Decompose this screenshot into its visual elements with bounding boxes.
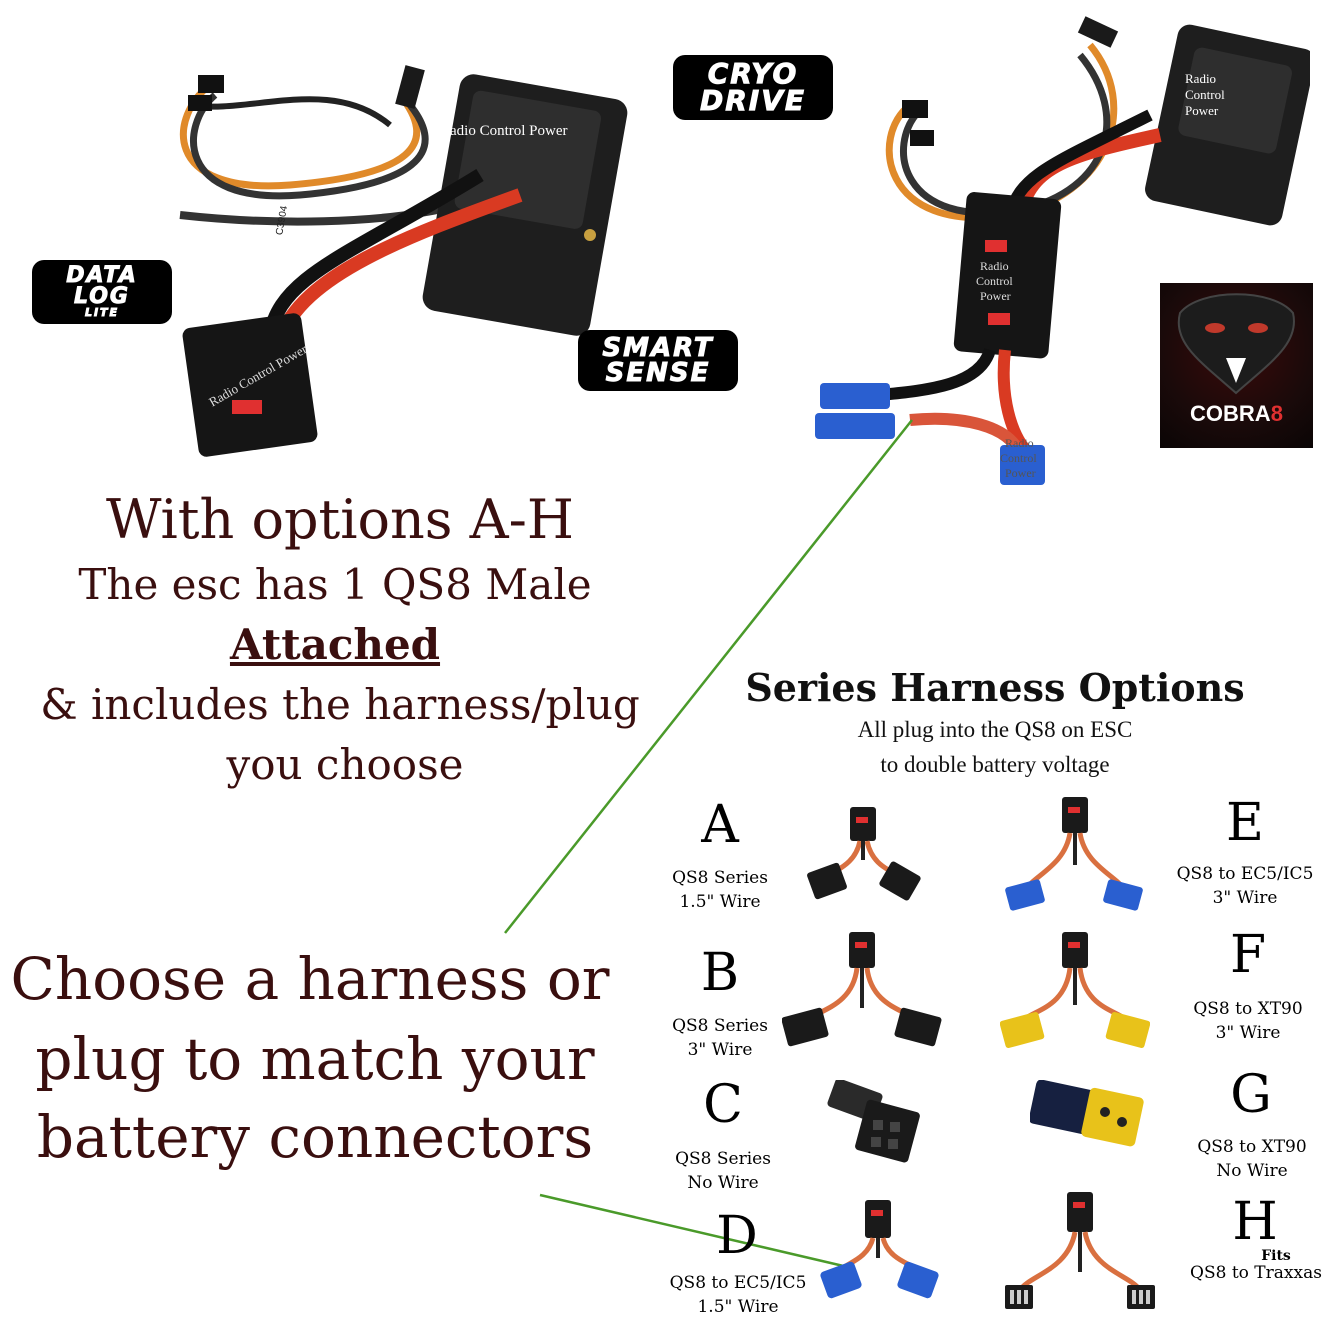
option-h-letter: H bbox=[1232, 1192, 1278, 1252]
option-f-desc: QS8 to XT90 3" Wire bbox=[1168, 997, 1328, 1045]
harness-power-label: Power bbox=[980, 289, 1011, 303]
esc-photo-right: Radio Control Power Radio Control Power … bbox=[815, 16, 1310, 485]
esc-radio-label: Radio bbox=[1185, 71, 1216, 86]
smart-sense-badge: SMART SENSE bbox=[578, 330, 738, 392]
option-d-letter: D bbox=[716, 1206, 758, 1266]
harness-a-image bbox=[807, 807, 921, 901]
sense-word: SENSE bbox=[605, 357, 711, 388]
option-g-desc: QS8 to XT90 No Wire bbox=[1172, 1135, 1332, 1183]
with-options-heading: With options A-H bbox=[105, 488, 575, 551]
you-choose-line: you choose bbox=[226, 740, 464, 789]
option-e-line2: 3" Wire bbox=[1212, 888, 1278, 908]
option-b-line2: 3" Wire bbox=[687, 1040, 753, 1060]
esc-control-label: Control bbox=[1185, 87, 1225, 102]
datalog-badge: DATA LOG LITE bbox=[32, 260, 172, 325]
log-word: LOG bbox=[74, 283, 130, 309]
option-d-desc: QS8 to EC5/IC5 1.5" Wire bbox=[658, 1271, 818, 1319]
option-f-letter: F bbox=[1229, 925, 1267, 985]
esc-serial: C3904 bbox=[274, 205, 290, 236]
series-title: Series Harness Options bbox=[745, 665, 1245, 710]
esc-photo-left: Radio Control Power C3904 Radio Control … bbox=[179, 65, 628, 457]
option-b-letter: B bbox=[700, 943, 740, 1003]
includes-line: & includes the harness/plug bbox=[40, 680, 640, 729]
option-h-line2: QS8 to Traxxas bbox=[1190, 1263, 1322, 1283]
smart-word: SMART bbox=[602, 333, 714, 363]
harness-g-image bbox=[1030, 1080, 1144, 1147]
option-b-desc: QS8 Series 3" Wire bbox=[640, 1014, 800, 1062]
esc-label-left: Radio Control Power bbox=[440, 123, 568, 139]
datalog-word: DATA bbox=[66, 263, 138, 288]
harness-d-image bbox=[820, 1200, 939, 1299]
series-subtitle-2: to double battery voltage bbox=[880, 752, 1110, 777]
cryo-drive-badge: CRYO DRIVE bbox=[673, 55, 833, 121]
choose-line-2: plug to match your bbox=[35, 1025, 595, 1093]
option-c-line1: QS8 Series bbox=[675, 1149, 771, 1169]
option-e-desc: QS8 to EC5/IC5 3" Wire bbox=[1165, 862, 1325, 910]
option-d-line1: QS8 to EC5/IC5 bbox=[669, 1273, 807, 1293]
attached-word: Attached bbox=[229, 620, 441, 669]
option-a-letter: A bbox=[701, 795, 739, 855]
harness-c-image bbox=[827, 1080, 920, 1163]
harness-radio-label: Radio bbox=[980, 259, 1009, 273]
option-f-line2: 3" Wire bbox=[1215, 1023, 1281, 1043]
option-a-line1: QS8 Series bbox=[672, 868, 768, 888]
option-e-letter: E bbox=[1226, 793, 1264, 853]
option-f-line1: QS8 to XT90 bbox=[1193, 999, 1303, 1019]
option-a-line2: 1.5" Wire bbox=[679, 892, 761, 912]
cobra-eight: 8 bbox=[1270, 401, 1283, 426]
harness-b-image bbox=[782, 932, 942, 1047]
harness-control-label: Control bbox=[976, 274, 1013, 288]
option-g-line2: No Wire bbox=[1216, 1161, 1288, 1181]
option-c-desc: QS8 Series No Wire bbox=[643, 1147, 803, 1195]
option-c-letter: C bbox=[703, 1075, 743, 1135]
harness-e-image bbox=[1005, 797, 1143, 911]
ec5-control-label: Control bbox=[1000, 451, 1037, 465]
harness-f-image bbox=[1000, 932, 1150, 1049]
series-subtitle-1: All plug into the QS8 on ESC bbox=[857, 717, 1133, 742]
drive-word: DRIVE bbox=[699, 83, 807, 117]
option-g-line1: QS8 to XT90 bbox=[1197, 1137, 1307, 1157]
lite-word: LITE bbox=[84, 305, 120, 319]
cryo-word: CRYO bbox=[707, 57, 799, 90]
option-a-desc: QS8 Series 1.5" Wire bbox=[640, 866, 800, 914]
ec5-power-label: Power bbox=[1005, 466, 1036, 480]
cobra-text: COBRA bbox=[1190, 401, 1271, 426]
option-h-desc: Fits QS8 to Traxxas bbox=[1176, 1248, 1336, 1282]
option-h-line1: Fits bbox=[1261, 1248, 1291, 1264]
option-c-line2: No Wire bbox=[687, 1173, 759, 1193]
option-e-line1: QS8 to EC5/IC5 bbox=[1176, 864, 1314, 884]
option-d-line2: 1.5" Wire bbox=[697, 1297, 779, 1317]
esc-power-label: Power bbox=[1185, 103, 1219, 118]
cobra-wordmark: COBRA8 bbox=[1160, 401, 1313, 427]
harness-h-image bbox=[1005, 1192, 1155, 1309]
cobra-head-icon bbox=[1177, 293, 1296, 395]
ec5-radio-label: Radio bbox=[1005, 436, 1034, 450]
cobra8-logo: COBRA8 bbox=[1160, 283, 1313, 448]
option-b-line1: QS8 Series bbox=[672, 1016, 768, 1036]
choose-line-1: Choose a harness or bbox=[10, 945, 610, 1013]
esc-qs8-line: The esc has 1 QS8 Male bbox=[78, 560, 592, 609]
option-g-letter: G bbox=[1230, 1065, 1272, 1125]
choose-line-3: battery connectors bbox=[36, 1103, 594, 1171]
